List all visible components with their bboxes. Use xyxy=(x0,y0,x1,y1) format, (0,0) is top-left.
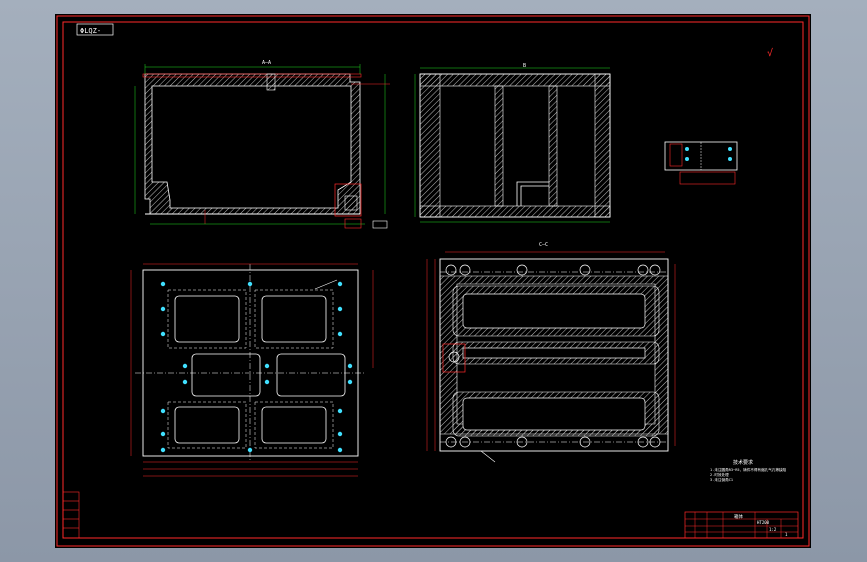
outer-frame xyxy=(56,15,810,547)
note-line: 3.未注倒角C1 xyxy=(710,477,733,482)
roughness-mark: √ xyxy=(767,47,773,59)
section-label-bb: B xyxy=(523,63,526,69)
part-name: 箱体 xyxy=(734,513,743,520)
detail-view xyxy=(664,141,738,185)
margin-stamp xyxy=(62,491,80,539)
notes-heading: 技术要求 xyxy=(733,459,753,466)
technical-notes: 技术要求 1.未注圆角R3~R5，铸件不得有缩孔气孔等缺陷 2.时效处理 3.未… xyxy=(710,459,787,482)
title-tag: ΦLQZ- xyxy=(80,27,101,35)
note-line: 1.未注圆角R3~R5，铸件不得有缩孔气孔等缺陷 xyxy=(710,467,787,472)
cad-drawing: ΦLQZ- √ A–A B xyxy=(56,15,810,547)
title-block: 箱体 HT200 1:2 1 xyxy=(684,511,799,539)
material: HT200 xyxy=(757,520,770,525)
scale: 1:2 xyxy=(769,527,777,532)
top-plan-view xyxy=(130,263,374,477)
section-label-aa: A–A xyxy=(262,60,271,66)
sheet-number: 1 xyxy=(785,532,788,537)
inner-frame xyxy=(62,21,804,539)
section-cc-view: C–C xyxy=(426,242,676,463)
title-tag-box xyxy=(76,23,114,36)
note-line: 2.时效处理 xyxy=(710,472,729,477)
drawing-sheet: ΦLQZ- √ A–A B xyxy=(55,14,811,548)
front-section-view: A–A xyxy=(134,60,390,229)
side-section-view: B xyxy=(414,63,611,223)
view-label-cc: C–C xyxy=(539,242,548,248)
